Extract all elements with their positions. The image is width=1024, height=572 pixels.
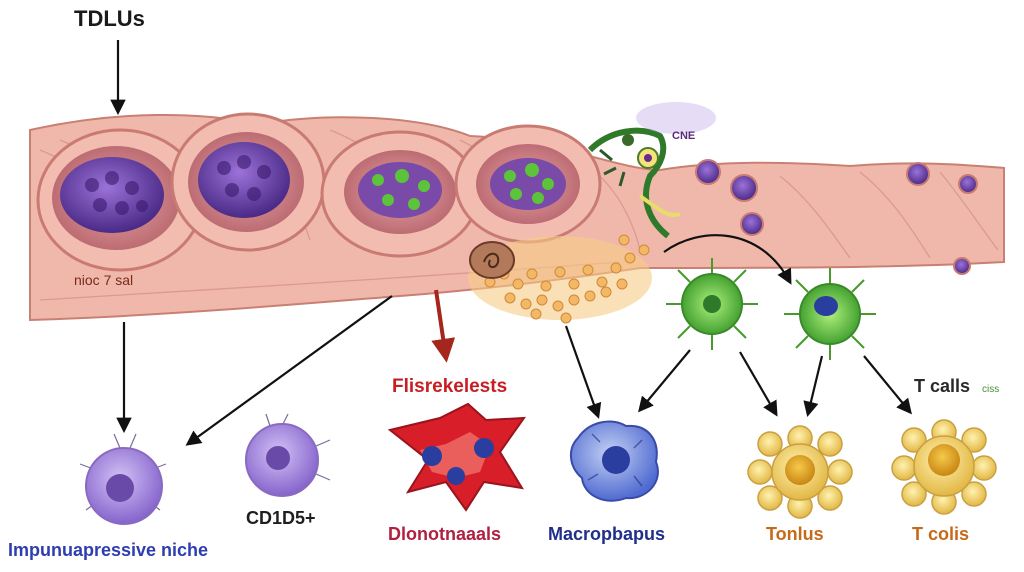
macrophage-cell — [570, 420, 659, 502]
tonlus-label: Tonlus — [766, 524, 824, 544]
niche-small-label: nioc 7 sal — [74, 272, 134, 288]
dionotnaaals-label: Dlonotnaaals — [388, 524, 502, 544]
lobule-1 — [36, 128, 204, 272]
tonlus-cell — [747, 425, 853, 519]
t-colis-label: T colis — [912, 524, 970, 544]
epithelial-cells-right — [695, 159, 978, 275]
fibroblasts-label: Flisrekelests — [392, 376, 508, 397]
green-cell-2 — [784, 268, 876, 360]
t-calls-small-label: ciss — [982, 384, 1000, 395]
invasive-structure — [587, 127, 681, 239]
arrow-green-to-tonlus — [739, 351, 778, 417]
lobule-4 — [454, 124, 602, 244]
arrow-to-macrophage — [564, 325, 602, 419]
lilac-cell-2 — [245, 413, 331, 497]
tdlus-label: TDLUs — [74, 6, 145, 31]
arrow-curve-to-green2 — [663, 234, 792, 285]
arrow-green2-to-tonlus — [803, 355, 824, 417]
arrow-green2-to-tcell — [863, 355, 912, 415]
lilac-cell-1 — [79, 433, 167, 525]
arrow-to-cd-cell — [185, 295, 393, 446]
t-cell-bottom — [891, 419, 997, 515]
arrows — [110, 40, 912, 446]
fibroblast-cell — [387, 402, 527, 512]
arrow-to-fibroblast — [431, 289, 456, 363]
purple-glow — [636, 102, 716, 134]
macrophages-label: Macropbapus — [548, 524, 666, 544]
lobule-2 — [170, 112, 326, 252]
t-calls-label: T calls — [914, 376, 971, 396]
green-cell-1 — [666, 258, 758, 350]
lobule-3 — [320, 130, 480, 258]
cd-marker-label: CD1D5+ — [246, 508, 316, 528]
cne-label: CNE — [672, 130, 696, 142]
arrow-green-to-macrophage — [638, 349, 691, 413]
orange-stroma-cluster — [468, 234, 652, 324]
immunosuppressive-niche-label: Impunuapressive niche — [8, 540, 209, 560]
